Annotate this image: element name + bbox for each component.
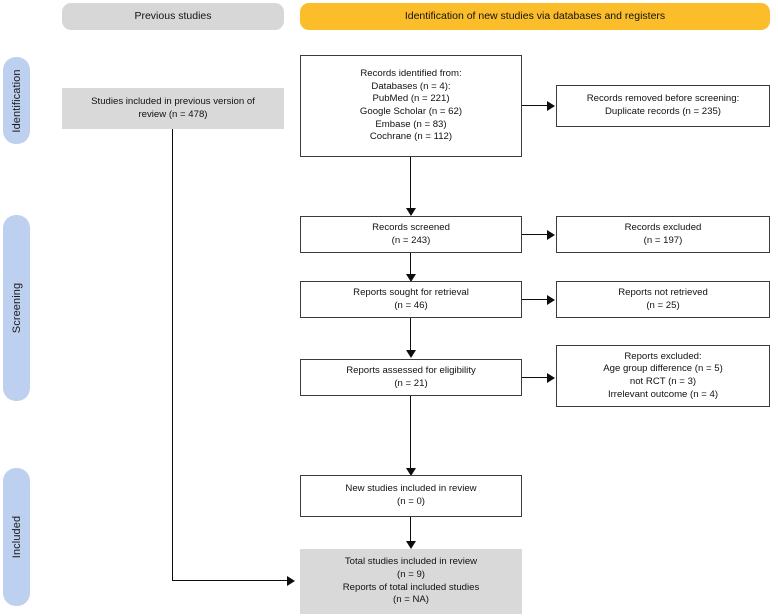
connector-screened-to-sought	[410, 253, 412, 277]
box-total-studies-included-in-review: Total studies included in review (n = 9)…	[300, 549, 522, 614]
arrow-screened-to-excluded	[547, 230, 555, 240]
arrow-sought-to-assessed	[406, 350, 416, 358]
stage-label-screening: Screening	[10, 282, 23, 334]
connector-assessed-to-excluded	[522, 377, 548, 379]
box-studies-included-previous-version: Studies included in previous version of …	[62, 88, 284, 129]
connector-sought-to-not-retrieved	[522, 299, 548, 301]
stage-label-identification: Identification	[10, 68, 23, 133]
box-records-screened: Records screened (n = 243)	[300, 216, 522, 253]
box-reports-not-retrieved: Reports not retrieved (n = 25)	[556, 281, 770, 318]
box-records-removed-before-screening: Records removed before screening: Duplic…	[556, 85, 770, 127]
arrow-previous-to-total	[287, 576, 295, 586]
stage-pill-identification: Identification	[3, 57, 30, 144]
arrow-assessed-to-new-studies	[406, 468, 416, 476]
stage-label-included: Included	[10, 515, 23, 559]
header-previous-studies: Previous studies	[62, 3, 284, 30]
box-new-studies-included-in-review: New studies included in review (n = 0)	[300, 475, 522, 517]
stage-pill-included: Included	[3, 468, 30, 606]
connector-assessed-to-new-studies	[410, 396, 412, 471]
arrow-new-studies-to-total	[406, 541, 416, 549]
box-records-excluded: Records excluded (n = 197)	[556, 216, 770, 253]
connector-sought-to-assessed	[410, 318, 412, 353]
header-identification-new-studies: Identification of new studies via databa…	[300, 3, 770, 30]
arrow-screened-to-sought	[406, 274, 416, 282]
arrow-assessed-to-reports-excluded	[547, 373, 555, 383]
stage-pill-screening: Screening	[3, 215, 30, 401]
box-reports-sought-for-retrieval: Reports sought for retrieval (n = 46)	[300, 281, 522, 318]
arrow-identified-to-screened	[406, 208, 416, 216]
box-reports-excluded: Reports excluded: Age group difference (…	[556, 345, 770, 407]
box-records-identified-from: Records identified from: Databases (n = …	[300, 55, 522, 157]
connector-new-studies-to-total	[410, 517, 412, 544]
connector-identified-to-removed	[522, 105, 548, 107]
connector-identified-to-screened	[410, 157, 412, 210]
box-reports-assessed-for-eligibility: Reports assessed for eligibility (n = 21…	[300, 359, 522, 396]
connector-screened-to-excluded	[522, 234, 548, 236]
arrow-identified-to-removed	[547, 101, 555, 111]
arrow-sought-to-not-retrieved	[547, 295, 555, 305]
connector-previous-to-total-horizontal	[172, 580, 288, 582]
connector-previous-to-total-vertical	[172, 129, 174, 581]
